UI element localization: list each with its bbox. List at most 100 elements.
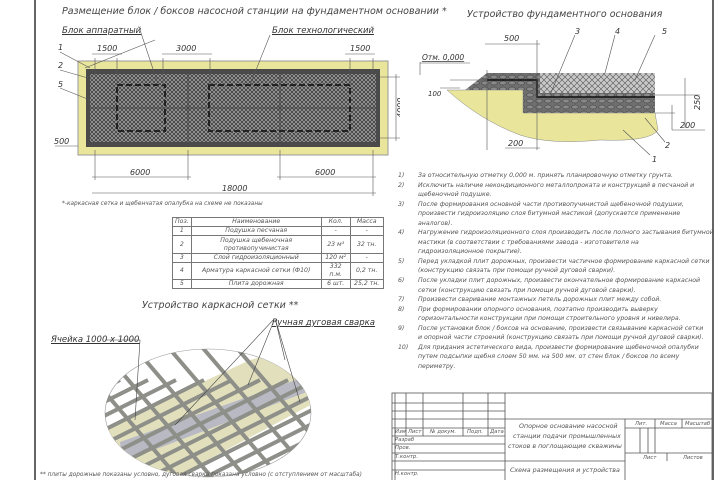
note-number: 7)	[398, 296, 405, 304]
note-line: гидроизоляционное покрытие).	[418, 248, 522, 256]
plan-drawing: 1500 3000 1500 6000 6000 18000 4000 500 …	[54, 29, 400, 196]
cell-mass: 25,2 тн.	[349, 279, 384, 289]
note-item: 2)Исключить наличие некондиционного мета…	[398, 181, 708, 200]
section-position-3: 3	[575, 27, 580, 36]
header-pos: Поз.	[172, 217, 192, 227]
position-1: 1	[58, 43, 63, 52]
tb-sheet: Лист	[643, 455, 657, 461]
mesh-bar	[0, 380, 92, 480]
apparatus-block-outline	[116, 84, 166, 132]
mesh-bar	[0, 340, 44, 480]
note-number: 4)	[398, 229, 405, 237]
mesh-bar	[0, 340, 10, 480]
mesh-bar	[199, 378, 311, 477]
mesh-bar	[105, 378, 205, 477]
tb-col-izm: Изм	[395, 429, 406, 435]
mesh-bar	[105, 378, 149, 477]
note-line: За относительную отметку 0,000 м. принят…	[418, 172, 673, 179]
tech-block-outline	[208, 84, 351, 132]
title-block	[391, 392, 713, 480]
note-line: мастики (в соответствии с требованиями з…	[418, 238, 639, 246]
note-number: 1)	[398, 172, 405, 179]
cell-qty: 120 м²	[320, 253, 351, 263]
mesh-bar	[296, 349, 311, 477]
mesh-drawing	[0, 320, 312, 480]
mesh-bar	[105, 378, 261, 477]
note-line: После установки блок / боксов на основан…	[418, 324, 704, 332]
mesh-bar	[105, 378, 121, 477]
note-item: 6) После укладки плит дорожных, произвест…	[398, 276, 708, 295]
cell-label: Ячейка 1000 x 1000	[51, 335, 140, 345]
cell-qty: 6 шт.	[320, 279, 351, 289]
road-slab-layer	[540, 73, 655, 93]
note-item: 8)При формировании опорного основания, п…	[398, 305, 708, 324]
mesh-bar	[228, 349, 311, 477]
header-name: Наименование	[190, 217, 322, 227]
mesh-bar	[105, 378, 233, 477]
note-item: 3)После формирования основной части прот…	[398, 200, 708, 229]
note-number: 8)	[398, 305, 405, 313]
note-line: щебеночной подушке.	[418, 191, 492, 199]
cell-mass: 0,2 тн.	[349, 262, 384, 280]
cell-name: Плита дорожная	[190, 279, 322, 289]
mesh-bar	[115, 378, 311, 477]
tb-sheets: Листов	[683, 455, 703, 461]
mesh-footnote: ** плиты дорожные показаны условно, дуго…	[40, 472, 362, 478]
section-position-2: 2	[665, 141, 670, 150]
tb-col-doc: № докум.	[430, 429, 457, 435]
note-line: После укладки плит дорожных, произвести …	[418, 277, 701, 285]
tb-col-date: Дата	[490, 429, 504, 435]
plan-footnote: *-каркасная сетка и щебенчатая опалубка …	[62, 201, 263, 207]
note-number: 10)	[398, 343, 409, 351]
cell-qty: 332 п.м.	[320, 262, 351, 280]
note-line: и опорной части строений (конструкцию св…	[418, 334, 704, 342]
section-title: Устройство фундаментного основания	[467, 9, 663, 20]
cell-name: Слой гидроизоляционный	[190, 253, 322, 263]
note-line: (конструкцию связать при помощи ручной д…	[418, 267, 616, 275]
sheet-frame-right	[712, 0, 714, 480]
note-line: путем подсыпки щебня слоем 50 мм. на 500…	[418, 353, 680, 361]
cell-qty: 23 м³	[320, 235, 351, 254]
general-notes: 1) За относительную отметку 0,000 м. прин…	[398, 171, 714, 371]
plan-title: Размещение блок / боксов насосной станци…	[62, 6, 447, 17]
cell-pos: 4	[172, 262, 192, 280]
table-header-row: Поз. Наименование Кол. Масса	[172, 217, 384, 227]
section-dim-100: 100	[428, 90, 442, 98]
label-apparatus-block: Блок аппаратный	[62, 26, 142, 36]
section-dim-250: 250	[693, 95, 702, 110]
mesh-bar	[105, 349, 114, 477]
note-line: сетки (конструкцию связать при помощи ру…	[418, 286, 636, 294]
section-dim-200-right: 200	[680, 121, 695, 130]
tb-col-sign: Подп.	[467, 429, 484, 435]
note-number: 2)	[398, 181, 405, 189]
tb-mass: Масса	[660, 421, 677, 427]
note-line: произвести гидроизоляцию слоя битумной м…	[418, 210, 681, 218]
header-mass: Масса	[349, 217, 384, 227]
note-line: аналогов).	[418, 219, 453, 227]
note-item: 7)Произвести сваривание монтажных петель…	[398, 295, 708, 305]
dim-18000: 18000	[222, 184, 247, 193]
cell-pos: 2	[172, 235, 192, 254]
tb-project-title-1: Опорное основание насосной	[519, 423, 618, 430]
cell-name: Арматура каркасной сетки (Ф10)	[190, 262, 322, 280]
tb-row-checked: Пров.	[395, 445, 411, 451]
section-position-5: 5	[662, 27, 667, 36]
mesh-title: Устройство каркасной сетки **	[142, 300, 299, 311]
note-number: 3)	[398, 200, 405, 208]
dim-500: 500	[54, 137, 69, 146]
cell-mass: -	[349, 226, 384, 236]
position-2: 2	[58, 61, 63, 70]
dim-1500-right: 1500	[350, 44, 370, 53]
section-dim-200-left: 200	[508, 139, 523, 148]
note-line: Нагружение гидроизоляционного слоя произ…	[418, 229, 714, 237]
sheet-frame-left	[34, 0, 36, 480]
header-qty: Кол.	[320, 217, 351, 227]
note-number: 6)	[398, 277, 405, 285]
dim-6000-left: 6000	[130, 168, 150, 177]
note-item: 9)После установки блок / боксов на основ…	[398, 324, 708, 343]
